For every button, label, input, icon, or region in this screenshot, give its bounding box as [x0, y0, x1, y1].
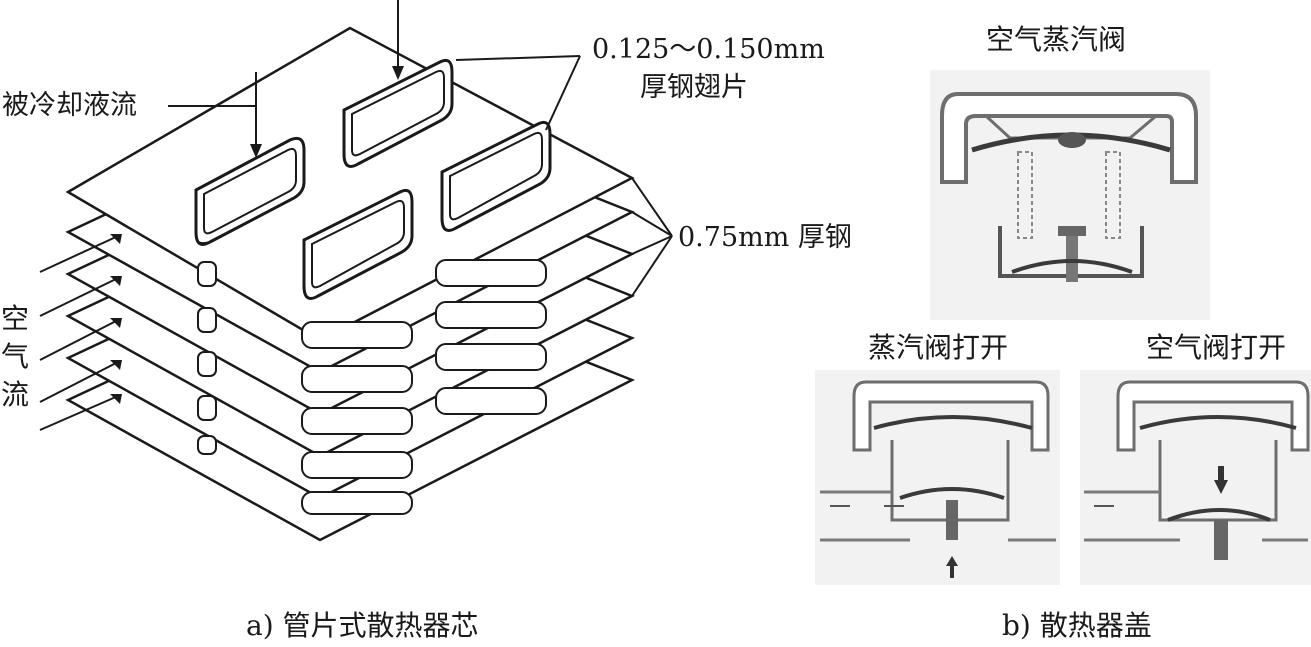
tube-right-front: [302, 188, 414, 300]
tube-right-back: [440, 120, 552, 232]
cap-illustration-top: [930, 70, 1210, 320]
air-steam-valve-title: 空气蒸汽阀: [986, 23, 1127, 56]
tube-thickness-label: 0.75mm 厚钢: [678, 222, 852, 253]
coolant-flow-label: 被冷却液流: [2, 90, 137, 121]
fin-material-label: 厚钢翅片: [640, 72, 748, 103]
right-figure-caption: b) 散热器盖: [1002, 609, 1152, 642]
fin-thickness-label: 0.125～0.150mm: [592, 34, 825, 65]
arrow-heads: [110, 66, 404, 404]
tube-left-front: [194, 136, 306, 246]
air-flow-label: 空 气 流: [0, 302, 29, 411]
cap-illustration-air-open: [1080, 370, 1311, 585]
leader-lines: [39, 0, 673, 431]
left-figure-caption: a) 管片式散热器芯: [246, 609, 479, 642]
air-valve-open-title: 空气阀打开: [1146, 331, 1287, 364]
steam-valve-open-title: 蒸汽阀打开: [868, 331, 1009, 364]
tube-segments: [197, 259, 547, 515]
tube-left-back: [342, 58, 454, 168]
cap-illustration-steam-open: [815, 370, 1060, 585]
